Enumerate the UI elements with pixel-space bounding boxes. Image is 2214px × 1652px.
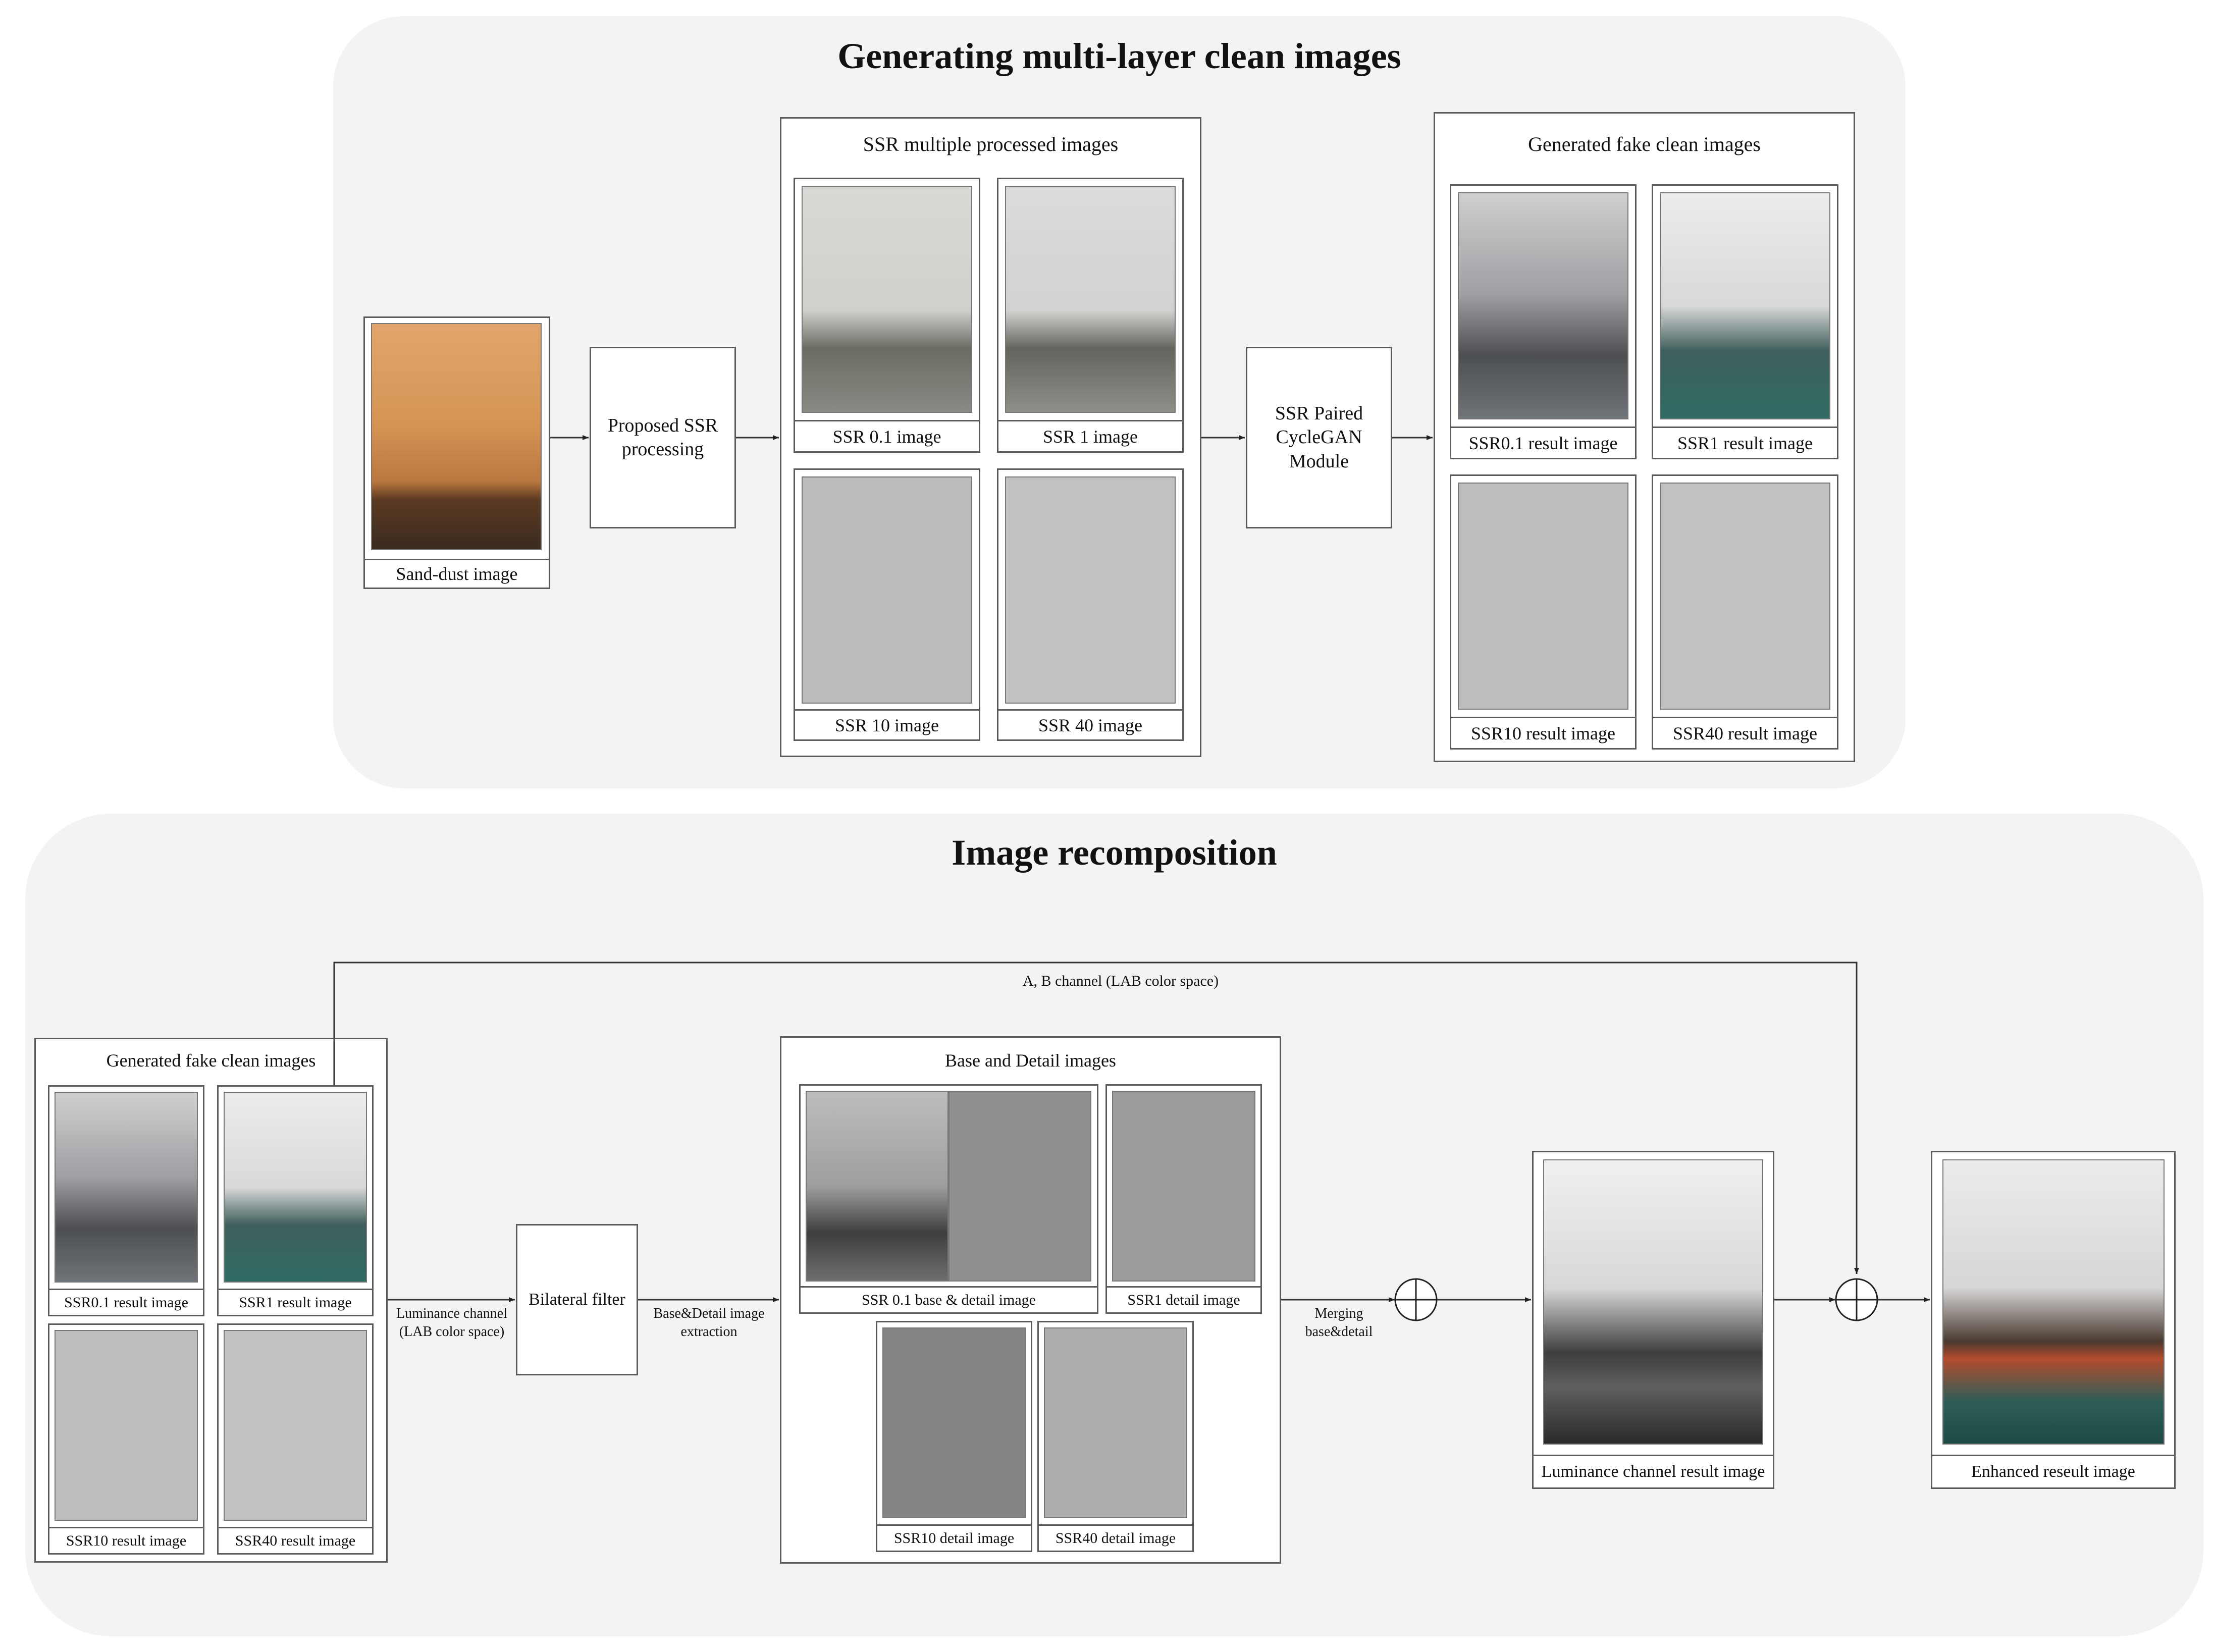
ab-channel-line — [333, 962, 1859, 1274]
bottom-fake-01-caption: SSR0.1 result image — [48, 1289, 204, 1316]
bottom-fake-40-image — [224, 1330, 367, 1521]
top-fake-01-caption: SSR0.1 result image — [1450, 427, 1637, 459]
ssr-10-image — [802, 476, 972, 704]
top-fake-40-image — [1660, 483, 1830, 710]
ssr-01-image — [802, 186, 972, 413]
top-panel-title: Generating multi-layer clean images — [837, 36, 1401, 76]
ssr-01-base-image — [806, 1091, 948, 1282]
sand-dust-image — [371, 323, 542, 550]
ssr-10-detail-caption: SSR10 detail image — [876, 1524, 1032, 1552]
bottom-fake-10-caption: SSR10 result image — [48, 1527, 204, 1555]
enhanced-result-image — [1942, 1159, 2165, 1445]
top-fake-01-image — [1458, 192, 1628, 419]
ssr-10-caption: SSR 10 image — [794, 709, 980, 741]
ssr-01-caption: SSR 0.1 image — [794, 420, 980, 453]
ssr-40-detail-image — [1044, 1327, 1187, 1518]
bottom-fake-1-image — [224, 1092, 367, 1283]
ssr-1-detail-caption: SSR1 detail image — [1105, 1286, 1262, 1314]
ssr-processing-box: Proposed SSR processing — [590, 347, 736, 528]
enhanced-result-caption: Enhanced reseult image — [1931, 1455, 2176, 1489]
sand-dust-caption: Sand-dust image — [363, 559, 550, 589]
ssr-40-detail-caption: SSR40 detail image — [1037, 1524, 1194, 1552]
ssr-group-title: SSR multiple processed images — [863, 133, 1119, 155]
fake-group-top-title: Generated fake clean images — [1528, 133, 1761, 155]
cyclegan-module-box: SSR Paired CycleGAN Module — [1246, 347, 1392, 528]
ab-channel-label: A, B channel (LAB color space) — [1022, 973, 1219, 989]
top-fake-1-caption: SSR1 result image — [1652, 427, 1838, 459]
ssr-40-caption: SSR 40 image — [997, 709, 1184, 741]
ssr-1-detail-image — [1112, 1091, 1255, 1282]
bottom-fake-10-image — [55, 1330, 198, 1521]
ssr-1-image — [1005, 186, 1176, 413]
bottom-fake-1-caption: SSR1 result image — [217, 1289, 374, 1316]
luminance-result-image — [1543, 1159, 1763, 1445]
ssr-01-detail-image — [948, 1091, 1091, 1282]
ssr-40-image — [1005, 476, 1176, 704]
base-detail-extraction-label: Base&Detail image extraction — [653, 1306, 765, 1340]
ssr-01-base-detail-caption: SSR 0.1 base & detail image — [799, 1286, 1098, 1314]
merge-plus-icon — [1394, 1278, 1438, 1321]
top-fake-10-image — [1458, 483, 1628, 710]
top-fake-10-caption: SSR10 result image — [1450, 717, 1637, 750]
bilateral-filter-box: Bilateral filter — [516, 1224, 638, 1375]
top-fake-1-image — [1660, 192, 1830, 419]
ssr-10-detail-image — [882, 1327, 1026, 1518]
base-detail-group-title: Base and Detail images — [945, 1050, 1116, 1071]
merging-base-detail-label: Merging base&detail — [1305, 1306, 1373, 1340]
ssr-1-caption: SSR 1 image — [997, 420, 1184, 453]
sum-plus-icon — [1835, 1278, 1878, 1321]
bottom-panel-title: Image recomposition — [952, 832, 1277, 873]
bottom-fake-01-image — [55, 1092, 198, 1283]
luminance-result-caption: Luminance channel result image — [1532, 1455, 1774, 1489]
luminance-channel-label: Luminance channel (LAB color space) — [396, 1306, 507, 1340]
fake-group-bottom-title: Generated fake clean images — [106, 1050, 316, 1071]
bottom-fake-40-caption: SSR40 result image — [217, 1527, 374, 1555]
top-fake-40-caption: SSR40 result image — [1652, 717, 1838, 750]
